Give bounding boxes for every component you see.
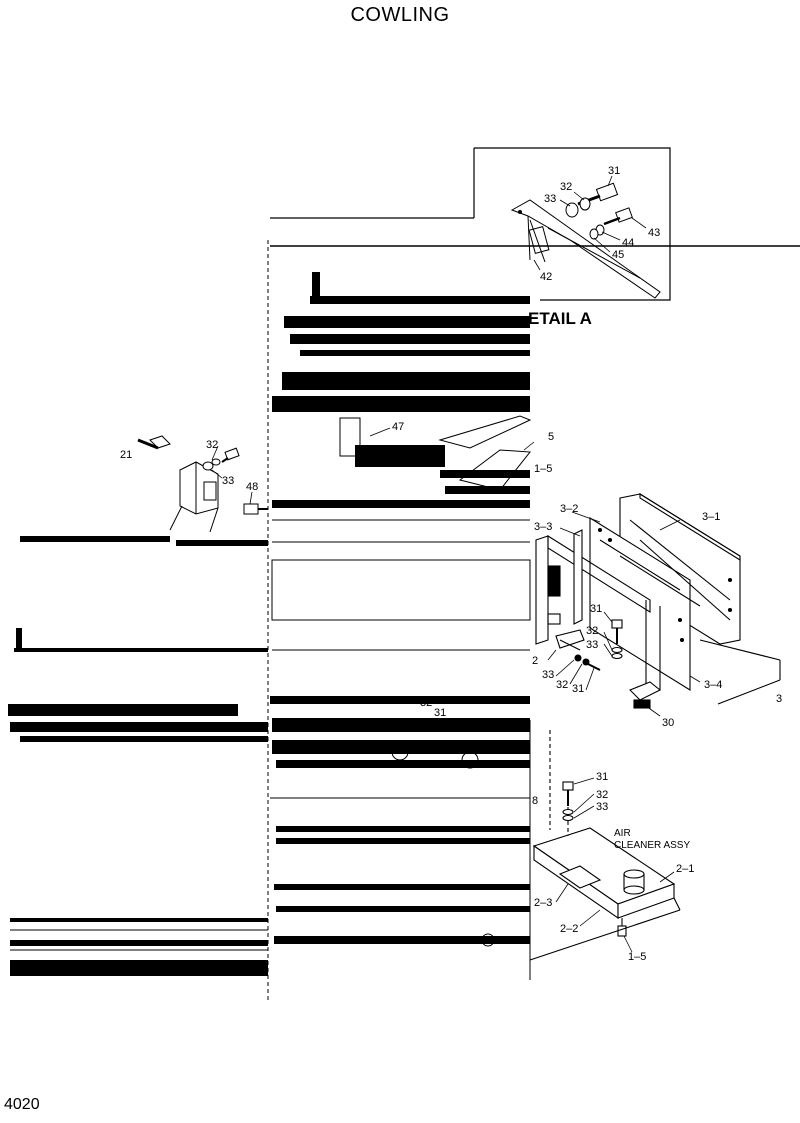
cooler-assembly: [535, 493, 781, 709]
callout-33: 33: [544, 193, 556, 205]
callout-31: 31: [434, 707, 446, 719]
callout-44: 44: [622, 237, 634, 249]
callout-3-3: 3–3: [534, 521, 552, 533]
detail-a-label: ETAIL A: [528, 309, 592, 328]
callout-2-3: 2–3: [534, 897, 552, 909]
callout-33: 33: [542, 669, 554, 681]
callout-32: 32: [420, 697, 432, 709]
callout-3-1: 3–1: [702, 511, 720, 523]
callout-30: 30: [662, 717, 674, 729]
callout-32: 32: [560, 181, 572, 193]
page-number: 4020: [4, 1096, 40, 1113]
cowling-panel-outlines: [271, 372, 532, 947]
left-rail-outlines: [10, 720, 531, 980]
page-title: COWLING: [350, 4, 450, 26]
callout-33: 33: [222, 475, 234, 487]
callouts: 31 32 33 43 44 45 42 47 5 1–5 21 32 33 4…: [120, 165, 782, 963]
callout-1-5: 1–5: [534, 463, 552, 475]
callout-31: 31: [572, 683, 584, 695]
callout-2-1: 2–1: [676, 863, 694, 875]
callout-32: 32: [596, 789, 608, 801]
callout-31: 31: [596, 771, 608, 783]
callout-2: 2: [532, 655, 538, 667]
callout-8: 8: [532, 795, 538, 807]
left-rails: [8, 536, 268, 976]
callout-32: 32: [586, 625, 598, 637]
air-cleaner-note-line2: CLEANER ASSY: [614, 840, 690, 851]
callout-3: 3: [776, 693, 782, 705]
callout-32: 32: [206, 439, 218, 451]
callout-3-4: 3–4: [704, 679, 722, 691]
callout-47: 47: [392, 421, 404, 433]
callout-2-2: 2–2: [560, 923, 578, 935]
callout-33: 33: [586, 639, 598, 651]
air-cleaner-plate-assembly: [529, 730, 681, 961]
leader-lines: [211, 175, 701, 953]
cowling-panels: [270, 272, 530, 944]
callout-42: 42: [540, 271, 552, 283]
callout-48: 48: [246, 481, 258, 493]
callout-31: 31: [608, 165, 620, 177]
callout-43: 43: [648, 227, 660, 239]
detail-a-inset: [270, 147, 671, 301]
callout-3-2: 3–2: [560, 503, 578, 515]
callout-32: 32: [556, 679, 568, 691]
callout-31: 31: [590, 603, 602, 615]
left-bracket-assembly: [137, 435, 268, 533]
callout-5: 5: [548, 431, 554, 443]
callout-1-5: 1–5: [628, 951, 646, 963]
callout-21: 21: [120, 449, 132, 461]
callout-45: 45: [612, 249, 624, 261]
air-cleaner-note-line1: AIR: [614, 828, 631, 839]
callout-33: 33: [596, 801, 608, 813]
